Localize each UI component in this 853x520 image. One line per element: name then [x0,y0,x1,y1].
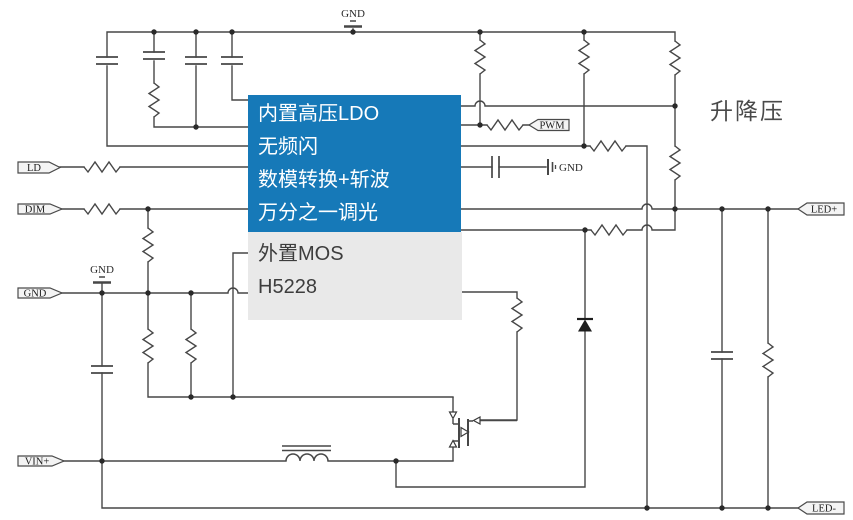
callout-line: 内置高压LDO [258,103,380,125]
capacitor [96,56,118,65]
capacitors [91,51,733,374]
port-label-led-minus: LED- [812,504,836,515]
ground-label-left: GND [90,264,114,276]
port-tag-ld [17,161,62,174]
mosfet-body-arrow [460,426,470,438]
resistor-vertical [147,82,161,118]
resistor-horizontal-ld [83,160,121,174]
port-tags [17,118,845,515]
ground-label-inline: GND [559,162,583,174]
ground-symbols [93,20,557,284]
port-label-led-plus: LED+ [811,205,837,216]
resistors [83,39,775,378]
resistor-horizontal [589,139,627,153]
callout-line: 万分之一调光 [258,202,378,224]
capacitor [221,56,243,65]
port-tag-led-minus [796,501,845,515]
feature-callout-blue: 内置高压LDO 无频闪 数模转换+斩波 万分之一调光 [248,95,461,232]
resistor-vertical-gate [510,297,524,333]
port-tag-gnd [17,287,64,299]
callout-line-mos: 外置MOS [258,243,344,265]
callout-line: 数模转换+斩波 [258,169,390,191]
resistor-vertical [668,40,682,76]
capacitor [91,365,113,374]
resistor-vertical [761,342,775,378]
resistor-vertical [577,39,591,75]
mosfet-drain-arrow [448,411,458,420]
mosfet-leads [452,397,517,461]
port-label-vin-plus: VIN+ [25,457,50,468]
capacitor [143,51,165,60]
resistor-vertical [141,328,155,364]
port-tag-pwm [527,118,570,132]
port-label-gnd: GND [24,289,47,300]
freewheel-diode [577,317,593,332]
diode-arrow [578,319,592,332]
port-label-ld: LD [27,163,41,174]
resistor-vertical [473,39,487,75]
callout-line: 无频闪 [258,136,318,158]
inductor-core [282,445,331,452]
topology-annotation: 升降压 [710,98,785,124]
port-label-pwm: PWM [539,121,565,132]
ground-label-top: GND [341,8,365,20]
mosfet-source-arrow [448,439,458,448]
callout-line-part-number: H5228 [258,276,317,298]
resistor-vertical [184,328,198,364]
resistor-horizontal-pwm [486,118,524,132]
capacitor-output [711,351,733,360]
inductor-coil [285,453,329,462]
junction-dots [99,29,771,511]
capacitor [185,56,207,65]
wire-network [59,28,799,509]
port-labels: LD DIM GND VIN+ PWM LED+ LED- [24,121,838,515]
port-tag-led-plus [796,202,845,216]
port-label-dim: DIM [25,205,46,216]
wires [59,28,799,509]
port-tag-vin [17,455,66,467]
resistor-horizontal-dim [83,202,121,216]
port-tag-dim [17,203,64,215]
inductor [282,445,331,462]
resistor-vertical [668,145,682,181]
resistor-vertical [141,227,155,263]
resistor-horizontal [590,223,628,237]
feature-callout-gray: 外置MOS H5228 [248,232,462,320]
external-mosfet [448,397,517,461]
capacitor-comp [491,156,500,178]
mosfet-gate-arrow [472,415,481,426]
